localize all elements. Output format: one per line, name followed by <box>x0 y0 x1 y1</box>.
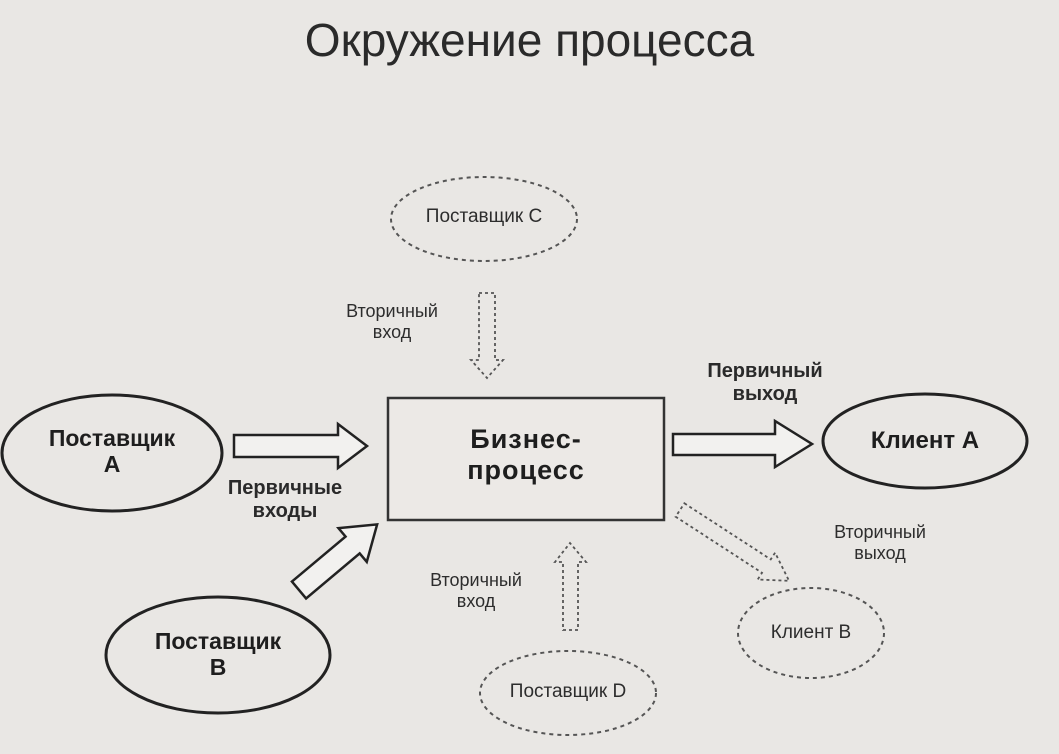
process-box <box>386 396 666 522</box>
arrow-supplier-b <box>290 523 379 601</box>
diagram-title: Окружение процесса <box>304 14 755 66</box>
supplier-d-label: Поставщик D <box>509 681 627 702</box>
arrow-client-a <box>671 418 815 470</box>
supplier-c-label: Поставщик С <box>425 206 543 227</box>
arrow-supplier-d <box>553 541 588 631</box>
secondary-input-top-text: Вторичный вход <box>346 301 438 342</box>
primary-output-label: Первичный выход <box>680 360 850 406</box>
client-b-node <box>737 587 885 679</box>
client-a-text: Клиент А <box>870 427 980 454</box>
secondary-output-label: Вторичный выход <box>805 522 955 563</box>
supplier-d-node <box>479 650 657 736</box>
supplier-c-node <box>390 176 578 262</box>
process-text: Бизнес- процесс <box>467 424 585 486</box>
supplier-a-node <box>0 393 224 513</box>
process-label: Бизнес- процесс <box>388 424 664 486</box>
secondary-output-text: Вторичный выход <box>834 522 926 563</box>
client-a-node <box>821 392 1029 490</box>
primary-output-text: Первичный выход <box>707 360 823 405</box>
secondary-input-bottom-label: Вторичный вход <box>406 570 546 611</box>
supplier-a-text: Поставщик А <box>48 425 176 478</box>
client-b-label: Клиент В <box>770 622 852 643</box>
secondary-input-top-label: Вторичный вход <box>322 301 462 342</box>
primary-inputs-text: Первичные входы <box>227 477 343 522</box>
arrow-supplier-a <box>232 421 370 471</box>
supplier-b-label: Поставщик В <box>106 628 330 681</box>
arrow-supplier-c <box>468 292 506 380</box>
supplier-b-node <box>104 595 332 715</box>
client-a-label: Клиент А <box>823 427 1027 455</box>
primary-inputs-label: Первичные входы <box>200 477 370 523</box>
supplier-b-text: Поставщик В <box>154 628 282 681</box>
arrow-client-b <box>674 502 791 582</box>
supplier-a-label: Поставщик А <box>2 425 222 478</box>
secondary-input-bottom-text: Вторичный вход <box>430 570 522 611</box>
